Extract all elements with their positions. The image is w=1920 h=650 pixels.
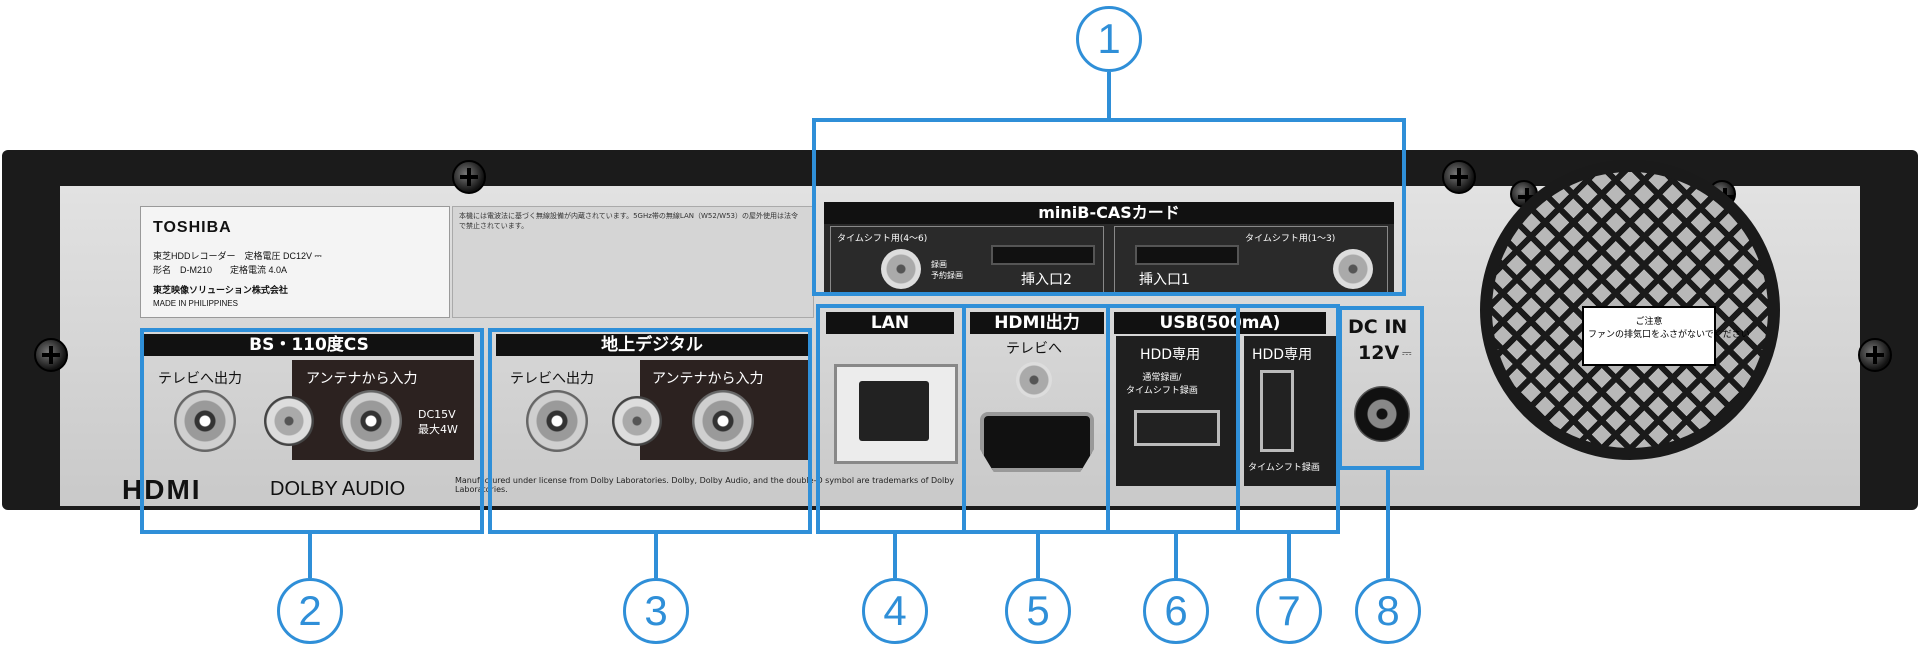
origin: MADE IN PHILIPPINES	[153, 299, 238, 308]
usb-port-2[interactable]	[1260, 370, 1294, 452]
dc-in-title: DC IN	[1348, 316, 1408, 338]
leader-line	[654, 534, 658, 578]
callout-box-1	[812, 118, 1406, 296]
callout-number-4: 4	[862, 578, 928, 644]
screw-icon	[1858, 338, 1892, 372]
callout-number-8: 8	[1355, 578, 1421, 644]
antenna-input-label: アンテナから入力	[652, 371, 764, 387]
callout-number-7: 7	[1256, 578, 1322, 644]
usb-area-1: HDD専用 通常録画/ タイムシフト録画	[1116, 336, 1238, 486]
usb-area-2: HDD専用 タイムシフト録画	[1244, 336, 1336, 486]
slot-2-label: 挿入口2	[1021, 272, 1072, 288]
radio-notice-label: 本機には電波法に基づく無線設備が内蔵されています。5GHz帯の無線LAN（W52…	[452, 206, 814, 318]
fan-caution-text: ご注意 ファンの排気口をふさがないでください	[1588, 317, 1750, 340]
slot-usage-label: タイムシフト用(4〜6)	[837, 234, 928, 244]
leader-line	[1287, 534, 1291, 578]
slot-sub-label: 録画 予約録画	[931, 260, 963, 280]
dc-symbol: ⎓	[1402, 346, 1412, 360]
usb-port-1[interactable]	[1134, 410, 1220, 446]
fan-caution-label: ご注意 ファンの排気口をふさがないでください	[1582, 306, 1750, 366]
bs-cs-output-port[interactable]	[174, 390, 236, 452]
hdmi-output-port[interactable]	[980, 412, 1094, 472]
mini-bcas-section: miniB-CASカード タイムシフト用(4〜6) 録画 予約録画 挿入口2 タ…	[824, 202, 1394, 296]
card-slot-1[interactable]: タイムシフト用(1〜3) 挿入口1	[1114, 226, 1388, 294]
terrestrial-output-port[interactable]	[526, 390, 588, 452]
lan-title: LAN	[826, 312, 954, 334]
hdmi-title: HDMI出力	[970, 312, 1104, 334]
callout-box-3	[488, 328, 812, 534]
hdmi-logo: HDMI	[122, 474, 202, 505]
leader-line	[893, 534, 897, 578]
screw-icon	[452, 160, 486, 194]
usb-usage-label: 通常録画/ タイムシフト録画	[1126, 373, 1198, 396]
screw-icon	[1016, 362, 1052, 398]
rating-line: 東芝HDDレコーダー 定格電圧 DC12V ⎓	[153, 251, 322, 261]
dc-power-port[interactable]	[1354, 386, 1410, 442]
card-slot-opening	[1135, 245, 1239, 265]
rating-label: TOSHIBA 東芝HDDレコーダー 定格電圧 DC12V ⎓ 形名 D-M21…	[140, 206, 450, 318]
terrestrial-input-port[interactable]	[692, 390, 754, 452]
callout-box-6	[1106, 304, 1240, 534]
antenna-input-label: アンテナから入力	[306, 371, 418, 387]
callout-box-7	[1236, 304, 1340, 534]
callout-box-8	[1338, 306, 1424, 470]
notice-text: 本機には電波法に基づく無線設備が内蔵されています。5GHz帯の無線LAN（W52…	[459, 212, 799, 230]
dc-in-voltage: 12V	[1358, 342, 1400, 364]
terrestrial-section: 地上デジタル テレビへ出力 アンテナから入力	[496, 334, 808, 460]
leader-line	[308, 534, 312, 578]
hdd-only-label: HDD専用	[1252, 347, 1313, 363]
bs-cs-section: BS・110度CS テレビへ出力 アンテナから入力 DC15V 最大4W	[144, 334, 474, 460]
screw-icon	[34, 338, 68, 372]
usb-title: USB(500mA)	[1114, 312, 1326, 334]
callout-box-4	[816, 304, 966, 534]
leader-line	[1174, 534, 1178, 578]
hdd-only-label: HDD専用	[1140, 347, 1201, 363]
knob-icon	[881, 249, 921, 289]
slot-1-label: 挿入口1	[1139, 272, 1190, 288]
coax-jack-icon	[264, 396, 314, 446]
leader-line	[1386, 470, 1390, 578]
dolby-logo: DOLBY AUDIO	[270, 478, 406, 500]
terrestrial-title: 地上デジタル	[496, 334, 808, 356]
brand-name: TOSHIBA	[153, 219, 232, 236]
lan-socket-icon	[859, 381, 929, 441]
callout-number-3: 3	[623, 578, 689, 644]
callout-box-5	[962, 304, 1110, 534]
callout-number-2: 2	[277, 578, 343, 644]
leader-line	[1036, 534, 1040, 578]
mini-bcas-title: miniB-CASカード	[824, 202, 1394, 224]
power-note: DC15V 最大4W	[418, 408, 458, 436]
knob-icon	[1333, 249, 1373, 289]
slot-usage-label: タイムシフト用(1〜3)	[1245, 234, 1336, 244]
manufacturer: 東芝映像ソリューション株式会社	[153, 285, 288, 295]
bs-cs-title: BS・110度CS	[144, 334, 474, 356]
hdmi-sub-label: テレビへ	[1006, 341, 1062, 357]
leader-line	[1107, 72, 1111, 118]
callout-number-6: 6	[1143, 578, 1209, 644]
screw-icon	[1442, 160, 1476, 194]
usb-usage-label: タイムシフト録画	[1248, 463, 1320, 473]
rating-line: 形名 D-M210 定格電流 4.0A	[153, 265, 288, 275]
callout-number-1: 1	[1076, 6, 1142, 72]
card-slot-opening	[991, 245, 1095, 265]
callout-box-2	[140, 328, 484, 534]
bs-cs-input-port[interactable]	[340, 390, 402, 452]
dc-in-section: DC IN 12V ⎓	[1346, 316, 1418, 466]
coax-jack-icon	[612, 396, 662, 446]
tv-output-label: テレビへ出力	[510, 371, 594, 387]
tv-output-label: テレビへ出力	[158, 371, 242, 387]
lan-port[interactable]	[834, 364, 958, 464]
callout-number-5: 5	[1005, 578, 1071, 644]
